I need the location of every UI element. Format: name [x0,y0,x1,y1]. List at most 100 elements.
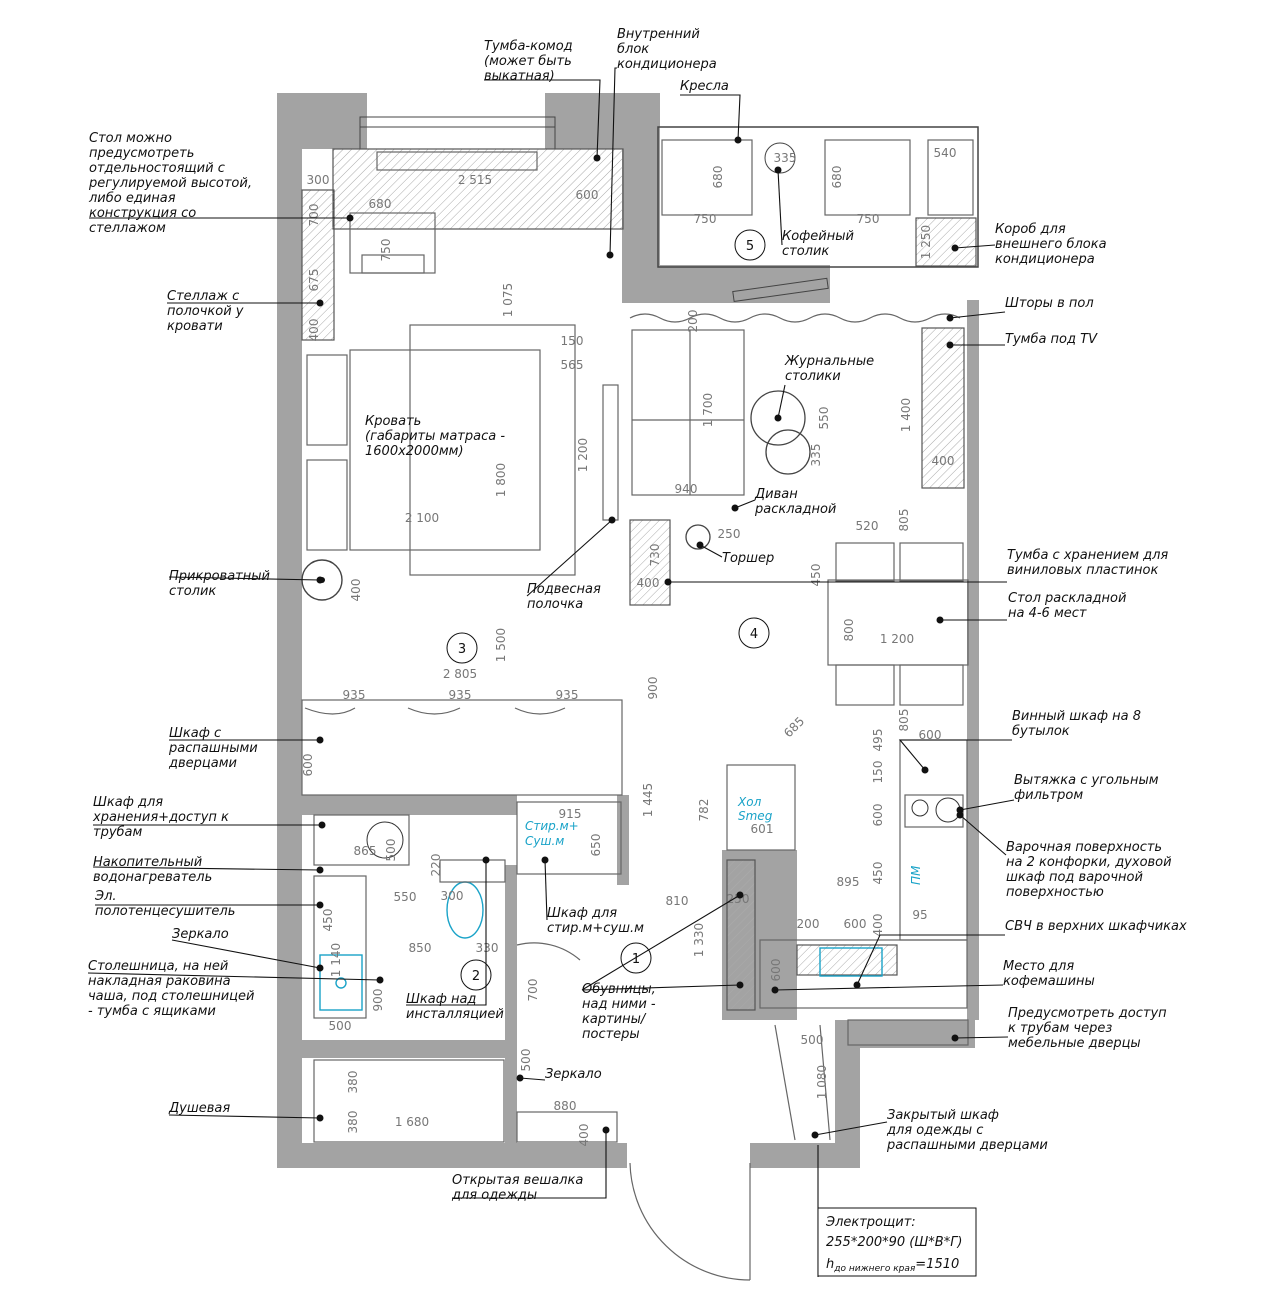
leader-line [774,984,1004,991]
dimension-label: 1 140 [329,943,343,977]
dimension-label: 520 [856,519,879,533]
svg-text:Хол: Хол [737,795,762,809]
leader-line [959,814,1007,856]
leader-dot [593,154,601,162]
svg-text:255*200*90 (Ш*В*Г): 255*200*90 (Ш*В*Г) [826,1235,963,1250]
dimension-label: 810 [666,894,689,908]
leader-dot [316,964,324,972]
dimension-label: 680 [830,166,844,189]
dimension-label: 805 [897,709,911,732]
svg-text:hдо нижнего края=1510: hдо нижнего края=1510 [826,1257,959,1274]
leader-line [777,169,783,246]
dimension-label: 600 [576,188,599,202]
dimension-label: 935 [343,688,366,702]
callout-leaders [87,67,1015,1199]
leader-dot [664,578,672,586]
leader-dot [316,736,324,744]
dimension-label: 935 [556,688,579,702]
dimension-label: 730 [648,544,662,567]
leader-dot [774,414,782,422]
dimension-label: 250 [727,892,750,906]
dimension-label: 500 [384,839,398,862]
dimension-label: 150 [871,761,885,784]
dimension-label: 540 [934,146,957,160]
dimension-label: 650 [589,834,603,857]
room-number: 1 [620,942,652,974]
dimension-label: 450 [321,909,335,932]
leader-line [954,1036,1009,1039]
leader-dot [316,1114,324,1122]
dimension-label: 600 [769,959,783,982]
dimension-label: 300 [441,889,464,903]
furniture [301,139,977,1281]
leader-dot [608,516,616,524]
dimension-label: 150 [561,334,584,348]
dimension-label: 880 [554,1099,577,1113]
leader-dot [541,856,549,864]
leader-dot [956,811,964,819]
room-numbers: 1 2 3 4 5 [446,229,770,991]
leader-line [777,384,786,419]
callout-label: Эл.полотенцесушитель [94,889,235,919]
dimension-label: 750 [857,212,880,226]
dimension-label: 335 [809,444,823,467]
dimension-label: 380 [346,1111,360,1134]
room-number: 2 [460,959,492,991]
leader-dot [946,341,954,349]
dimension-label: 680 [369,197,392,211]
svg-text:1: 1 [632,952,640,967]
leader-dot [516,1074,524,1082]
room-number: 3 [446,632,478,664]
leader-line [171,939,321,969]
dimension-label: 600 [301,754,315,777]
dimension-label: 750 [694,212,717,226]
leader-dot [946,314,954,322]
dimension-label: 685 [781,714,807,740]
dimension-label: 400 [349,579,363,602]
leader-line [526,519,613,597]
dimension-label: 500 [329,1019,352,1033]
dimension-label: 1 680 [395,1115,429,1129]
dimension-label: 1 250 [919,225,933,259]
leader-line [544,859,548,921]
dimension-label: 700 [526,979,540,1002]
leader-dot [811,1131,819,1139]
callout-label: Шторы в пол [1005,296,1094,311]
callout-label: Кровать(габариты матраса -1600х2000мм) [365,414,505,459]
leader-line [452,1130,607,1199]
dimension-label: 400 [932,454,955,468]
leader-line [949,311,1006,319]
dimension-label: 1 330 [692,923,706,957]
svg-text:Электрощит:: Электрощит: [825,1215,916,1230]
leader-line [814,1121,888,1136]
svg-text:2: 2 [472,969,480,984]
dimension-label: 1 800 [494,463,508,497]
leader-dot [602,1126,610,1134]
dimension-label: 805 [897,509,911,532]
svg-text:Smeg: Smeg [738,809,773,823]
dimension-label: 782 [697,799,711,822]
leader-dot [731,504,739,512]
leader-line [519,1077,546,1081]
dimension-label: 495 [871,729,885,752]
dimension-label: 850 [409,941,432,955]
dimension-label: 2 515 [458,173,492,187]
dimension-label: 1 200 [880,632,914,646]
svg-text:ПМ: ПМ [909,865,923,885]
dimension-label: 2 805 [443,667,477,681]
